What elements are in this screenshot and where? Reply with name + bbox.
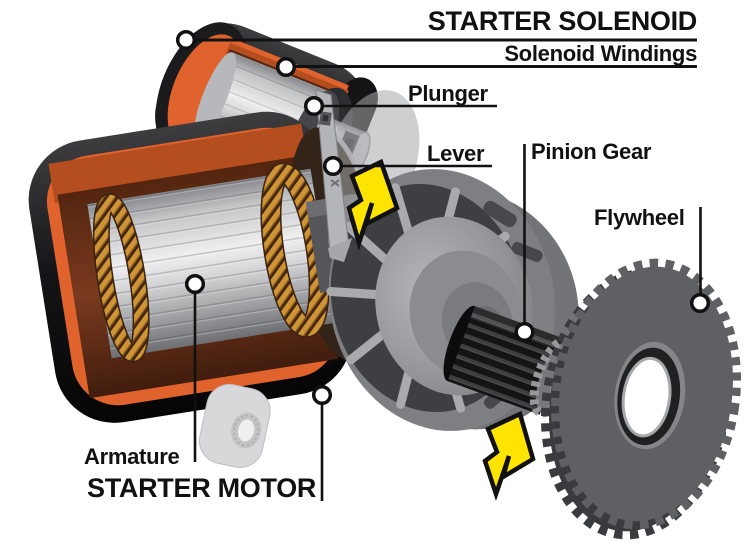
callout-dot-solenoid xyxy=(175,29,197,51)
label-armature: Armature xyxy=(84,444,180,469)
label-starter-motor: STARTER MOTOR xyxy=(87,473,317,503)
callout-dot-flywheel xyxy=(689,292,711,314)
engagement-arrow-upper xyxy=(346,158,400,251)
callout-dot-lever xyxy=(322,155,344,177)
callout-dots xyxy=(175,29,711,406)
callout-dot-pinion xyxy=(514,321,535,343)
engagement-arrow-lower xyxy=(482,410,536,502)
label-solenoid-windings: Solenoid Windings xyxy=(504,41,697,66)
label-flywheel: Flywheel xyxy=(594,205,685,230)
flywheel-gear xyxy=(540,258,742,540)
label-lever: Lever xyxy=(427,141,485,166)
leader-lines xyxy=(186,38,702,501)
armature-part xyxy=(87,162,335,363)
callout-dot-plunger xyxy=(303,95,325,117)
label-plunger: Plunger xyxy=(408,81,488,106)
callout-dot-starter-motor xyxy=(311,384,333,406)
label-pinion-gear: Pinion Gear xyxy=(531,139,652,164)
callout-dot-armature xyxy=(184,273,206,295)
label-starter-solenoid: STARTER SOLENOID xyxy=(427,6,698,36)
starter-motor-body xyxy=(28,111,401,423)
mounting-lug xyxy=(198,383,271,468)
callout-dot-windings xyxy=(275,56,297,78)
